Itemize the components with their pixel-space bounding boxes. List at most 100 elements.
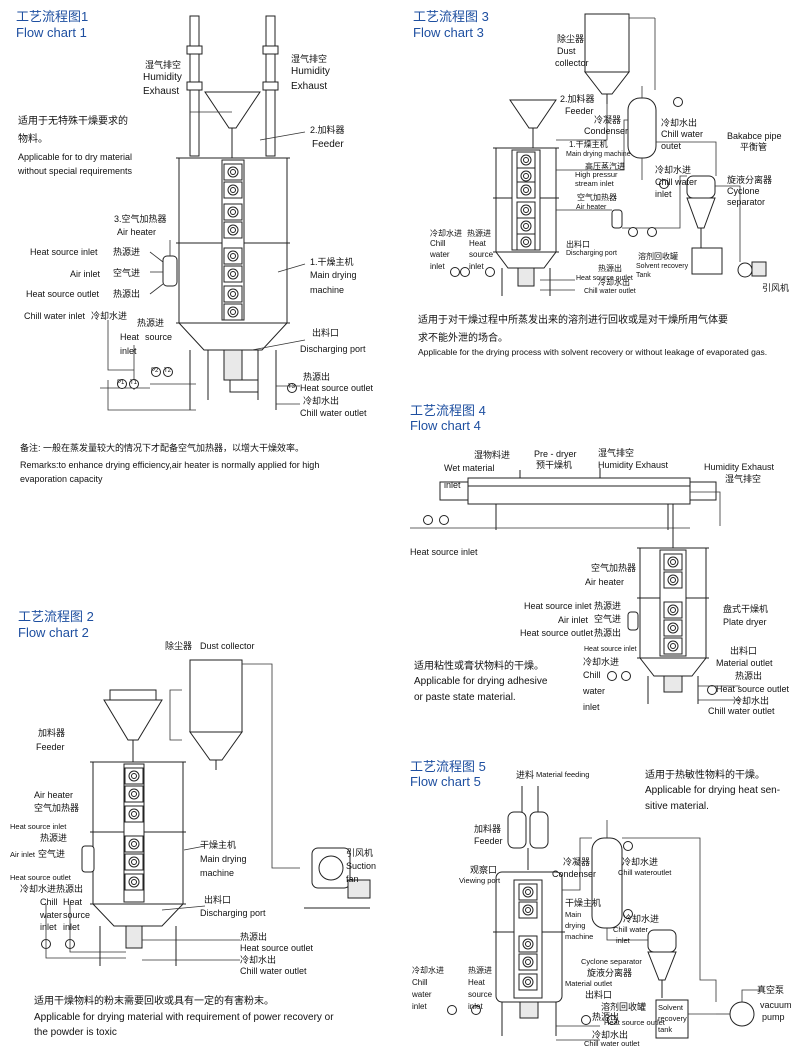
- chart2-main-en1: Main drying: [200, 854, 247, 864]
- chart5-pump-cn: 真空泵: [757, 985, 785, 995]
- chart5-condenser-cn: 冷凝器: [563, 857, 591, 867]
- chart1-humidity-left-en1: Humidity: [143, 72, 182, 83]
- chart1-heat-in-en: Heat source inlet: [30, 247, 98, 257]
- chart3-air-heater-cn: 空气加热器: [577, 193, 617, 202]
- chart3-left-hs-cn: 热源进: [467, 229, 491, 238]
- chart3-left-cw-cn: 冷却水进: [430, 229, 462, 238]
- chart5-main-en2: drying: [565, 921, 586, 930]
- chart3-cyclone-cn: 旋液分离器: [727, 175, 773, 185]
- chart4-plate-en: Plate dryer: [723, 617, 767, 627]
- chart2-fan-en1: Suction: [346, 861, 377, 871]
- chart1-air-inlet-cn: 空气进: [113, 268, 141, 278]
- chart5-title-cn: 工艺流程图 5: [410, 759, 486, 774]
- chart4-mat-out-en: Material outlet: [716, 658, 773, 668]
- chart3-title-en: Flow chart 3: [413, 25, 484, 40]
- chart4-hum2-en: Humidity Exhaust: [704, 462, 775, 472]
- chart3-left-hs-en3: inlet: [469, 262, 484, 271]
- chart1-chill-in-en: Chill water inlet: [24, 311, 86, 321]
- chart5-hs-out-en: Heat source outlet: [604, 1018, 665, 1027]
- chart4-plate-cn: 盘式干燥机: [723, 604, 769, 614]
- chart3-left-cw-en2: water: [430, 250, 450, 259]
- chart2-fan-en2: fan: [346, 874, 359, 884]
- chart1-gauge-t3: T3: [288, 384, 296, 390]
- chart3-steam-en2: stream inlet: [575, 179, 614, 188]
- chart4-desc-cn: 适用粘性或膏状物料的干燥。: [414, 661, 544, 672]
- chart4-wet-cn: 湿物料进: [474, 450, 511, 460]
- chart5-feeder-en: Feeder: [474, 836, 503, 846]
- chart4-cw-en3: inlet: [583, 702, 600, 712]
- chart5-left-hs-en1: Heat: [468, 978, 485, 987]
- chart5-pump-en2: pump: [762, 1012, 785, 1022]
- chart2-heat-in-en: Heat source inlet: [10, 822, 67, 831]
- chart4-hs-out2-en: Heat source outlet: [716, 684, 790, 694]
- chart1-chill-out-cn: 冷却水出: [303, 396, 340, 406]
- chart4-hum2-cn: 湿气排空: [725, 474, 762, 484]
- chart1-gauge-p1: P1: [117, 380, 125, 386]
- chart5-view-en: Viewing port: [459, 876, 501, 885]
- chart3-chill-out-en1: Chill water: [661, 129, 704, 139]
- chart5-tank-cn: 溶剂回收罐: [601, 1002, 647, 1012]
- chart2-dust-cn: 除尘器: [165, 641, 193, 651]
- chart4-wet-en1: Wet material: [444, 463, 495, 473]
- chart4-air-heater-en: Air heater: [585, 577, 625, 587]
- chart4-cw-en2: water: [583, 686, 606, 696]
- chart5-cwo-en: Chill water outlet: [584, 1039, 640, 1048]
- chart1-humidity-left-en2: Exhaust: [143, 86, 180, 97]
- chart3-title-cn: 工艺流程图 3: [413, 9, 489, 24]
- chart3-tank-en1: Solvent recovery: [636, 263, 689, 270]
- chart1-title-en: Flow chart 1: [16, 25, 87, 40]
- chart5-left-cw-en2: water: [412, 990, 432, 999]
- chart5-cyc-en: Cyclone separator: [581, 957, 642, 966]
- chart5-left-hs-cn: 热源进: [468, 966, 492, 975]
- chart2-hs-out-en: Heat source outlet: [240, 943, 314, 953]
- chart3-left-hs-en2: source: [469, 250, 494, 259]
- chart3-cw-in-cn: 冷却水进: [655, 165, 692, 175]
- chart4-air-heater-cn: 空气加热器: [591, 563, 637, 573]
- chart5-cw-in-en1: Chill water: [613, 925, 649, 934]
- chart1-air-inlet-en: Air inlet: [70, 269, 101, 279]
- chart1-feeder-en: Feeder: [312, 139, 344, 150]
- chart5-left-hs-en3: inlet: [468, 1002, 483, 1011]
- chart1-air-heater-en: Air heater: [117, 227, 157, 237]
- chart3-fan-cn: 引风机: [762, 283, 790, 293]
- chart5-tank-en1: Solvent: [658, 1003, 684, 1012]
- chart2-title-en: Flow chart 2: [18, 625, 89, 640]
- chart2-heat-en3: inlet: [63, 922, 80, 932]
- chart3-desc-en: Applicable for the drying process with s…: [418, 347, 768, 357]
- chart4-title-en: Flow chart 4: [410, 418, 481, 433]
- chart4-air-inlet-en: Air inlet: [558, 615, 589, 625]
- chart3-condenser-en: Condenser: [584, 126, 629, 136]
- chart1-remark-en1: Remarks:to enhance drying efficiency,air…: [20, 460, 320, 470]
- chart4-hs-out2-cn: 热源出: [735, 671, 763, 681]
- chart2-dust-en: Dust collector: [200, 641, 255, 651]
- chart3-cyclone-en2: separator: [727, 197, 766, 207]
- chart4-mat-out-cn: 出料口: [730, 646, 758, 656]
- chart2-feeder-cn: 加料器: [38, 728, 66, 738]
- chart5-title-en: Flow chart 5: [410, 774, 481, 789]
- chart1-gauge-p2: P2: [151, 368, 159, 374]
- chart1-heat-src-en2: source: [145, 332, 173, 342]
- chart2-air-inlet-cn: 空气进: [38, 849, 66, 859]
- chart3-left-cw-en3: inlet: [430, 262, 445, 271]
- chart3-hs-out-en: Heat source outlet: [576, 275, 633, 282]
- chart4-hum-cn: 湿气排空: [598, 448, 635, 458]
- chart4-heat-in-en: Heat source inlet: [410, 547, 478, 557]
- chart5-mat-out-en: Material outlet: [565, 979, 613, 988]
- chart3-cw-in-en2: inlet: [655, 189, 672, 199]
- chart1-discharge-en: Discharging port: [300, 344, 366, 354]
- chart2-cw-out-en: Chill water outlet: [240, 966, 307, 976]
- chart1-remark-en2: evaporation capacity: [20, 474, 103, 484]
- chart1-gauge-t1: T1: [130, 380, 138, 386]
- chart2-heat-out-en: Heat source outlet: [10, 873, 71, 882]
- chart1-heat-src-out-en: Heat source outlet: [300, 383, 374, 393]
- chart5-hs-out-cn: 热源出: [592, 1012, 620, 1022]
- chart1-chill-in-cn: 冷却水进: [91, 311, 128, 321]
- chart3-left-cw-en1: Chill: [430, 239, 446, 248]
- chart1-heat-src-cn: 热源进: [137, 318, 165, 328]
- chart5-desc-cn: 适用于热敏性物料的干燥。: [645, 770, 765, 781]
- chart2-fan-cn: 引风机: [346, 848, 374, 858]
- chart5-tank-en3: tank: [658, 1025, 673, 1034]
- chart5-tank-en2: recovery: [658, 1014, 687, 1023]
- chart3-cw-in-en1: Chill water: [655, 177, 698, 187]
